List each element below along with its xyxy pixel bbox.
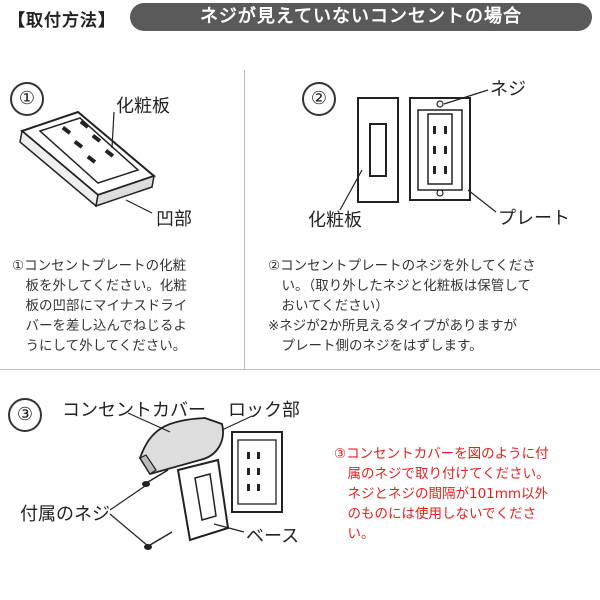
step2-label-base: プレート bbox=[498, 208, 570, 229]
step2-label-plate: 化粧板 bbox=[308, 210, 362, 231]
step3-label-base: ベース bbox=[246, 526, 300, 547]
step2-number: ② bbox=[302, 82, 336, 116]
section-tag: 【取付方法】 bbox=[8, 11, 116, 31]
step2-label-screw: ネジ bbox=[490, 79, 526, 100]
step1-instructions: ①コンセントプレートの化粧 板を外してください。化粧 板の凹部にマイナスドライ … bbox=[12, 258, 188, 354]
step2-instructions: ②コンセントプレートのネジを外してくださ い。（取り外したネジと化粧板は保管して… bbox=[268, 258, 536, 354]
step1-label-plate: 化粧板 bbox=[116, 96, 170, 117]
step3-instructions: ③コンセントカバーを図のように付 属のネジで取り付けてください。 ネジとネジの間… bbox=[334, 446, 550, 542]
vertical-divider bbox=[244, 70, 245, 370]
step3-number: ③ bbox=[8, 398, 42, 432]
step3-label-lock: ロック部 bbox=[228, 400, 300, 421]
step3-label-cover: コンセントカバー bbox=[62, 400, 206, 421]
step3-label-screw: 付属のネジ bbox=[20, 504, 110, 525]
step1-label-notch: 凹部 bbox=[156, 209, 192, 230]
horizontal-divider bbox=[0, 369, 600, 370]
page-title: ネジが見えていないコンセントの場合 bbox=[130, 3, 592, 31]
step1-number: ① bbox=[10, 82, 44, 116]
